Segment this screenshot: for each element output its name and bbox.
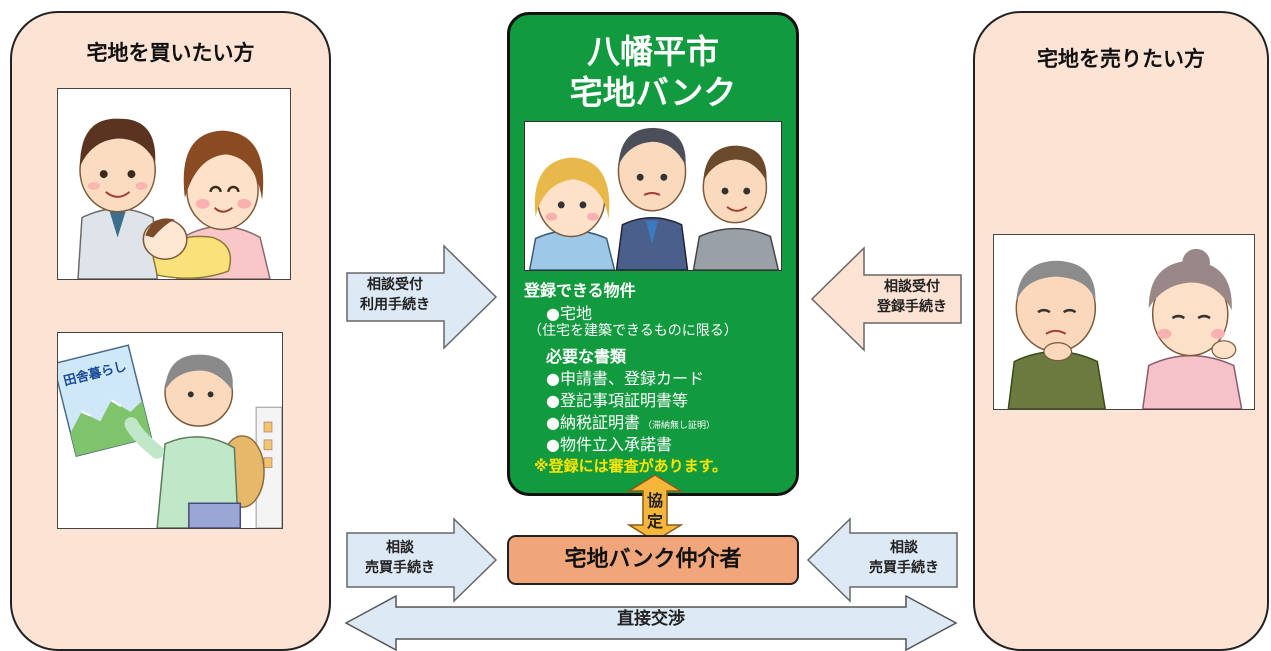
review-note: ※登録には審査があります。 [534, 457, 728, 475]
arrow-buyer-to-broker-line2: 売買手続き [365, 560, 435, 576]
tax-cert-note: （滞納無し証明） [642, 421, 715, 431]
property-note: （住宅を建築できるものに限る） [528, 323, 738, 339]
properties-heading: 登録できる物件 [524, 281, 636, 300]
arrow-seller-to-broker: 相談 売買手続き [806, 517, 958, 603]
arrow-seller-to-bank: 相談受付 登録手続き [810, 246, 962, 352]
country-life-illustration: 田舎暮らし [57, 332, 283, 529]
bank-title-line1: 八幡平市 [587, 32, 719, 71]
property-item: ●宅地 [546, 304, 592, 323]
document-item: ●登記事項証明書等 [546, 391, 688, 410]
direct-negotiation-label: 直接交渉 [617, 609, 685, 629]
bank-title-line2: 宅地バンク [569, 73, 737, 112]
takuchi-bank-box: 八幡平市 宅地バンク 登録できる物件 ●宅地 （住宅を建築できるものに限 [507, 12, 799, 496]
staff-illustration [524, 121, 782, 271]
elderly-couple-illustration [993, 234, 1255, 410]
arrow-seller-to-bank-line2: 登録手続き [877, 299, 947, 315]
broker-box: 宅地バンク仲介者 [507, 535, 799, 585]
entry-consent-item: ●物件立入承諾書 [546, 435, 672, 454]
arrow-buyer-to-broker: 相談 売買手続き [346, 517, 498, 603]
arrow-buyer-to-broker-line1: 相談 [386, 540, 414, 556]
arrow-direct-negotiation: 直接交渉 [344, 595, 958, 651]
tax-cert-label: ●納税証明書 [546, 413, 640, 432]
document-item: ●申請書、登録カード [546, 369, 704, 388]
agreement-char-1: 協 [646, 491, 663, 510]
arrow-seller-to-broker-line2: 売買手続き [869, 560, 939, 576]
arrow-seller-to-bank-line1: 相談受付 [884, 279, 940, 295]
arrow-buyer-to-bank-line1: 相談受付 [367, 277, 423, 293]
documents-heading: 必要な書類 [546, 347, 627, 366]
agreement-char-2: 定 [646, 512, 663, 531]
arrow-seller-to-broker-line1: 相談 [890, 540, 918, 556]
buyer-panel-title: 宅地を買いたい方 [86, 41, 255, 65]
seller-panel: 宅地を売りたい方 [973, 11, 1269, 651]
agreement-arrow: 協 定 [627, 474, 683, 542]
seller-panel-title: 宅地を売りたい方 [1037, 47, 1205, 71]
tax-cert-item: ●納税証明書（滞納無し証明） [546, 409, 715, 433]
family-illustration [57, 88, 291, 280]
buyer-panel: 宅地を買いたい方 [10, 11, 331, 651]
arrow-buyer-to-bank-line2: 利用手続き [360, 297, 430, 313]
arrow-buyer-to-bank: 相談受付 利用手続き [346, 244, 498, 350]
